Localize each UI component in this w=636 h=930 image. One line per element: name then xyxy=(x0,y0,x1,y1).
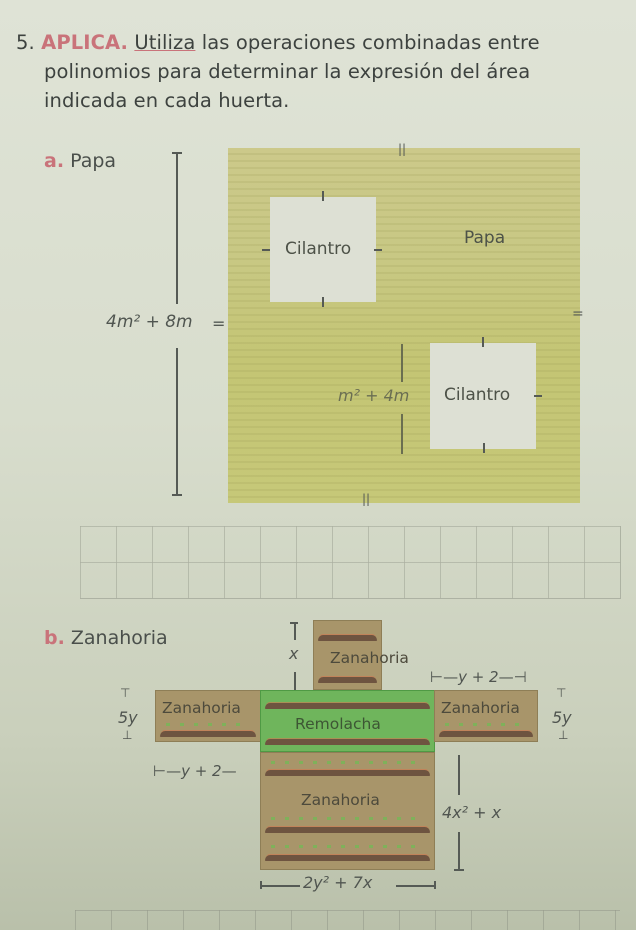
dimension-line xyxy=(260,885,300,887)
soil-row xyxy=(318,677,377,683)
zanahoria-label: Zanahoria xyxy=(330,649,409,667)
dimension-line xyxy=(458,832,460,870)
tick-mark xyxy=(374,249,382,251)
soil-row xyxy=(160,731,256,737)
right-height-label: 5y xyxy=(552,708,572,727)
tick-mark xyxy=(483,443,485,453)
left-height-label: 5y xyxy=(118,708,138,727)
plot-remolacha: Remolacha xyxy=(260,690,435,752)
dimension-line xyxy=(294,622,296,640)
bottom-width-label: 2y² + 7x xyxy=(303,873,373,892)
tick-mark: ⊤ xyxy=(120,686,131,700)
dimension-cap xyxy=(454,869,464,871)
equal-mark-icon: || xyxy=(362,492,371,506)
dimension-line-upper xyxy=(176,152,178,304)
plot-zanahoria-right: Zanahoria xyxy=(434,690,538,742)
equal-mark-icon: || xyxy=(398,142,407,156)
right-width-value: y + 2 xyxy=(458,668,499,686)
inner-dimension-label: m² + 4m xyxy=(338,386,410,405)
bottom-height-label: 4x² + x xyxy=(442,803,502,822)
sprouts xyxy=(271,845,424,848)
sprouts xyxy=(271,761,424,764)
part-a-heading: a. Papa xyxy=(44,150,116,172)
dimension-line-lower xyxy=(176,348,178,494)
plot-zanahoria-left: Zanahoria xyxy=(155,690,261,742)
side-dimension-label: 4m² + 8m xyxy=(106,312,193,332)
plot-zanahoria-bottom: Zanahoria xyxy=(260,752,435,870)
cilantro-label: Cilantro xyxy=(285,239,352,259)
left-width-value: y + 2 xyxy=(181,762,222,780)
sprouts xyxy=(445,723,527,726)
question-line3: indicada en cada huerta. xyxy=(44,89,290,112)
tick-mark: ⊤ xyxy=(556,686,567,700)
equal-mark-icon: = xyxy=(212,314,226,333)
right-width-label: ⊢—y + 2—⊣ xyxy=(430,668,527,686)
soil-row xyxy=(265,703,430,709)
question-keyword: APLICA. xyxy=(41,31,129,54)
soil-row xyxy=(265,855,430,861)
sprouts xyxy=(166,723,250,726)
zanahoria-label: Zanahoria xyxy=(162,699,241,717)
soil-row xyxy=(318,635,377,641)
sprouts xyxy=(271,817,424,820)
inner-dimension-line-lower xyxy=(401,414,403,454)
answer-grid-bottom[interactable] xyxy=(75,910,620,930)
soil-row xyxy=(439,731,533,737)
tick-mark: ⊥ xyxy=(122,728,133,742)
part-b-title: Zanahoria xyxy=(70,627,168,649)
top-height-label: x xyxy=(289,644,299,663)
dimension-line xyxy=(294,672,296,690)
tick-mark xyxy=(322,297,324,307)
dimension-line xyxy=(396,885,434,887)
part-a-title: Papa xyxy=(70,150,117,172)
part-b-letter: b. xyxy=(44,627,65,649)
dimension-line xyxy=(458,755,460,795)
cilantro-plot-bottom: Cilantro xyxy=(430,337,542,453)
cilantro-plot-top: Cilantro xyxy=(262,191,382,307)
tick-mark xyxy=(262,249,270,251)
inner-dimension-line-upper xyxy=(401,344,403,382)
soil-row xyxy=(265,770,430,776)
zanahoria-label: Zanahoria xyxy=(301,791,380,809)
soil-row xyxy=(265,827,430,833)
zanahoria-label: Zanahoria xyxy=(441,699,520,717)
dimension-cap-bottom xyxy=(172,494,182,496)
tick-mark xyxy=(482,337,484,347)
question-line1: las operaciones combinadas entre xyxy=(195,31,540,54)
question-verb: Utiliza xyxy=(134,31,196,54)
answer-grid[interactable] xyxy=(80,526,621,599)
papa-label: Papa xyxy=(464,228,506,248)
part-b-heading: b. Zanahoria xyxy=(44,627,168,649)
left-width-label: ⊢—y + 2— xyxy=(153,762,237,780)
question-line2: polinomios para determinar la expresión … xyxy=(44,60,531,83)
tick-mark xyxy=(322,191,324,201)
question-number: 5. xyxy=(16,31,35,54)
papa-field: || = || Papa Cilantro m² + 4m Cilantro xyxy=(228,142,584,506)
remolacha-label: Remolacha xyxy=(295,715,381,733)
tick-mark xyxy=(534,395,542,397)
equal-mark-icon: = xyxy=(572,306,584,322)
tick-mark: ⊥ xyxy=(558,728,569,742)
cilantro-label: Cilantro xyxy=(444,385,511,405)
part-a-letter: a. xyxy=(44,150,65,172)
question-statement: 5. APLICA. Utiliza las operaciones combi… xyxy=(16,28,626,115)
dimension-cap xyxy=(434,881,436,889)
plot-zanahoria-top: Zanahoria xyxy=(313,620,409,690)
soil-row xyxy=(265,739,430,745)
